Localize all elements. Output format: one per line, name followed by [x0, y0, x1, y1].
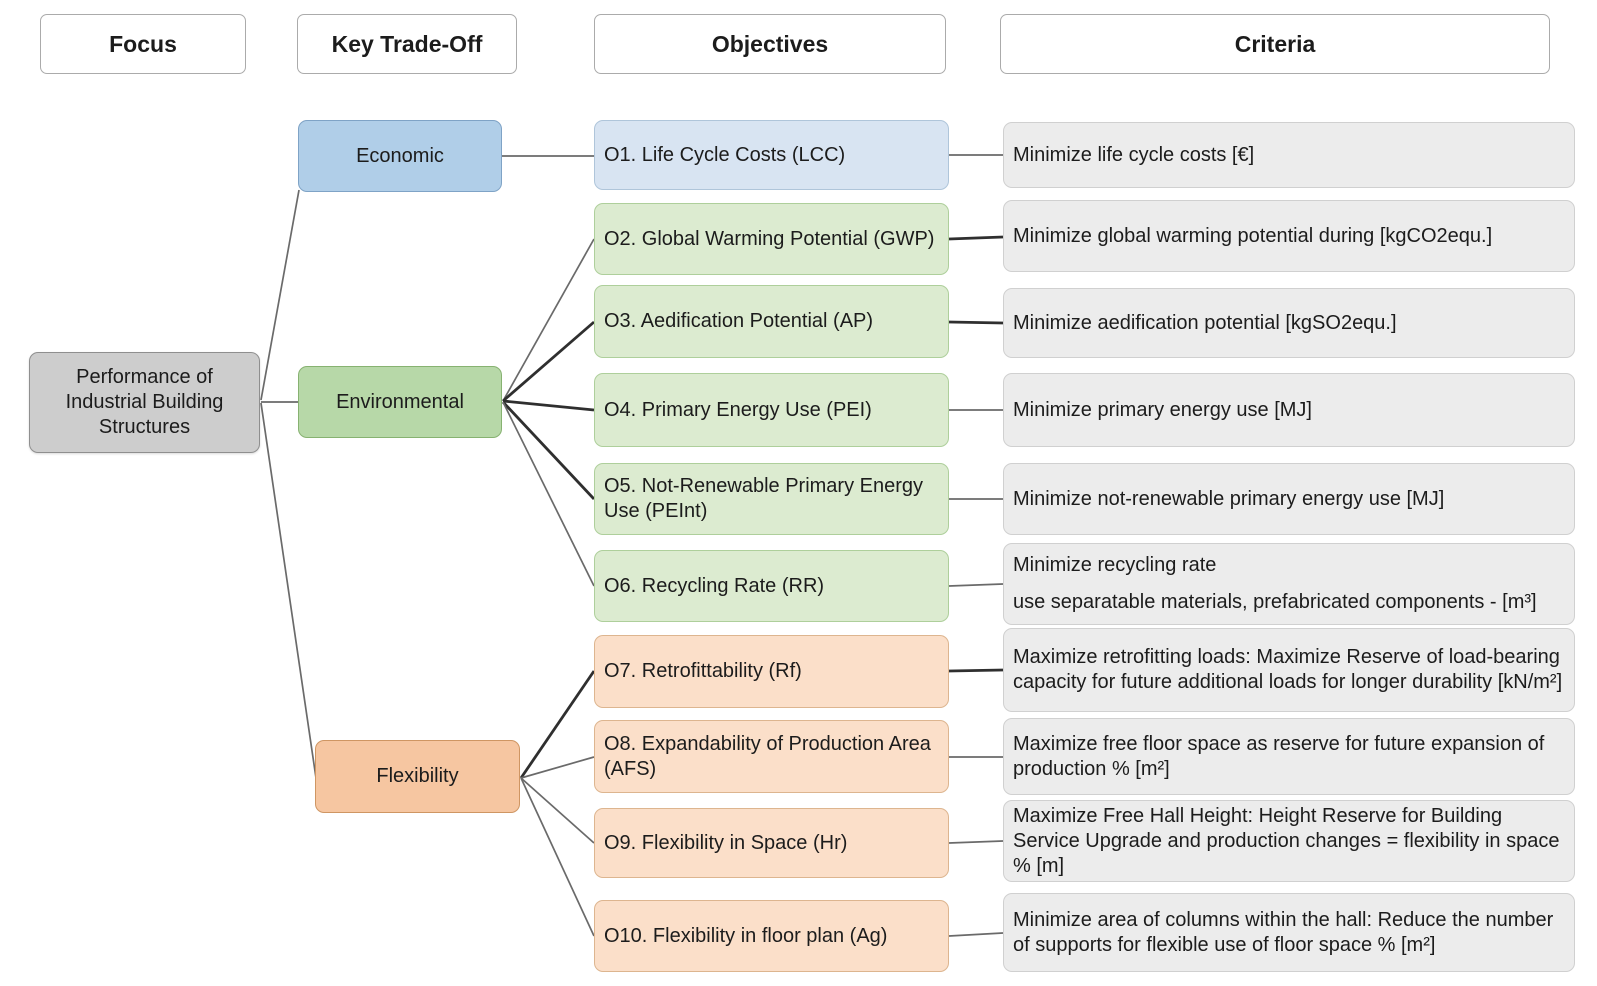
connector-env-o3	[502, 320, 595, 403]
connector-env-o6	[502, 401, 595, 587]
connector-o2-c2	[948, 235, 1004, 241]
objective-node-o5: O5. Not-Renewable Primary Energy Use (PE…	[594, 463, 949, 535]
tradeoff-node-environmental: Environmental	[298, 366, 502, 438]
criteria-node-c2: Minimize global warming potential during…	[1003, 200, 1575, 272]
tradeoff-node-economic: Economic	[298, 120, 502, 192]
objective-node-o10: O10. Flexibility in floor plan (Ag)	[594, 900, 949, 972]
tradeoff-node-flexibility: Flexibility	[315, 740, 520, 813]
connector-env-o2	[502, 238, 595, 402]
criteria-node-c1: Minimize life cycle costs [€]	[1003, 122, 1575, 188]
criteria-node-c7: Maximize retrofitting loads: Maximize Re…	[1003, 628, 1575, 712]
criteria-node-c3: Minimize aedification potential [kgSO2eq…	[1003, 288, 1575, 358]
connector-flex-o7	[519, 670, 596, 779]
objective-node-o8: O8. Expandability of Production Area (AF…	[594, 720, 949, 793]
column-header-focus: Focus	[40, 14, 246, 74]
column-header-tradeoff: Key Trade-Off	[297, 14, 517, 74]
connector-flex-o8	[520, 756, 595, 779]
objective-node-o1: O1. Life Cycle Costs (LCC)	[594, 120, 949, 190]
criteria-node-c6: Minimize recycling rate use separatable …	[1003, 543, 1575, 625]
criteria-node-c4: Minimize primary energy use [MJ]	[1003, 373, 1575, 447]
connector-focus-flexibility	[260, 402, 317, 779]
criteria-node-c5: Minimize not-renewable primary energy us…	[1003, 463, 1575, 535]
objective-node-o2: O2. Global Warming Potential (GWP)	[594, 203, 949, 275]
criteria-node-c9: Maximize Free Hall Height: Height Reserv…	[1003, 800, 1575, 882]
connector-o7-c7	[948, 668, 1004, 673]
connector-env-o5	[501, 401, 596, 500]
connector-flex-o10	[520, 777, 595, 937]
criteria-node-c8: Maximize free floor space as reserve for…	[1003, 718, 1575, 795]
focus-node: Performance of Industrial Building Struc…	[29, 352, 260, 453]
connector-o9-c9	[948, 840, 1004, 844]
objective-node-o6: O6. Recycling Rate (RR)	[594, 550, 949, 622]
connector-env-o4	[502, 399, 595, 412]
connector-o3-c3	[948, 320, 1004, 325]
objective-node-o4: O4. Primary Energy Use (PEI)	[594, 373, 949, 447]
connector-flex-o9	[520, 777, 595, 844]
objective-node-o9: O9. Flexibility in Space (Hr)	[594, 808, 949, 878]
connector-o10-c10	[948, 932, 1004, 937]
objective-node-o3: O3. Aedification Potential (AP)	[594, 285, 949, 358]
column-header-objectives: Objectives	[594, 14, 946, 74]
connector-focus-economic	[260, 189, 300, 401]
connector-o6-c6	[948, 583, 1004, 587]
column-header-criteria: Criteria	[1000, 14, 1550, 74]
criteria-node-c10: Minimize area of columns within the hall…	[1003, 893, 1575, 972]
objective-node-o7: O7. Retrofittability (Rf)	[594, 635, 949, 708]
